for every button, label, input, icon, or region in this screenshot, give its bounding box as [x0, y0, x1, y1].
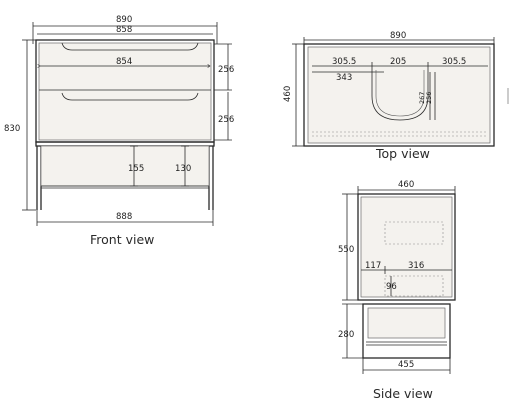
dim-256-top: 256 — [218, 65, 234, 75]
plumbing-cutout — [371, 70, 429, 121]
side-dim-316: 316 — [408, 261, 424, 271]
top-dim-343: 343 — [336, 73, 352, 83]
bottom-drawer-handle — [61, 92, 199, 101]
dim-256-bottom: 256 — [218, 115, 234, 125]
side-dim-455: 455 — [398, 360, 414, 370]
dim-854: 854 — [116, 57, 132, 67]
top-drawer-handle — [61, 42, 199, 51]
top-surface — [307, 46, 491, 144]
dim-888: 888 — [116, 212, 132, 222]
lower-shelf — [40, 145, 210, 187]
top-dim-460: 460 — [283, 86, 293, 102]
side-leg-frame — [362, 303, 451, 359]
side-dim-117: 117 — [365, 261, 381, 271]
side-panel — [360, 196, 453, 298]
dim-830: 830 — [4, 124, 20, 134]
dim-155: 155 — [128, 164, 144, 174]
top-dim-305-right: 305.5 — [442, 57, 466, 67]
top-dim-267: 267 — [418, 92, 426, 104]
side-dim-550: 550 — [338, 245, 354, 255]
dim-858: 858 — [116, 25, 132, 35]
side-dim-96: 96 — [386, 282, 397, 292]
side-dim-460: 460 — [398, 180, 414, 190]
upper-drawer-outline — [384, 221, 444, 245]
front-view: 890 858 854 256 256 830 — [4, 15, 234, 247]
top-view-caption: Top view — [375, 146, 430, 161]
side-view: 460 117 316 96 550 280 455 Side vi — [338, 180, 456, 401]
top-dim-256: 256 — [425, 92, 433, 104]
top-dim-890: 890 — [390, 31, 406, 41]
dim-130: 130 — [175, 164, 191, 174]
top-view: 890 305.5 205 305.5 343 267 256 460 Top … — [283, 31, 509, 161]
top-outline — [303, 43, 495, 147]
side-dim-280: 280 — [338, 330, 354, 340]
leg-frame-top — [35, 141, 215, 147]
side-view-caption: Side view — [373, 386, 433, 401]
front-view-caption: Front view — [90, 232, 154, 247]
top-dim-205: 205 — [390, 57, 406, 67]
side-cabinet — [357, 193, 456, 301]
side-shelf — [367, 307, 446, 339]
lower-drawer-outline — [384, 275, 444, 297]
cabinet-front — [38, 42, 212, 141]
top-dim-305-left: 305.5 — [332, 57, 356, 67]
dim-890: 890 — [116, 15, 132, 25]
